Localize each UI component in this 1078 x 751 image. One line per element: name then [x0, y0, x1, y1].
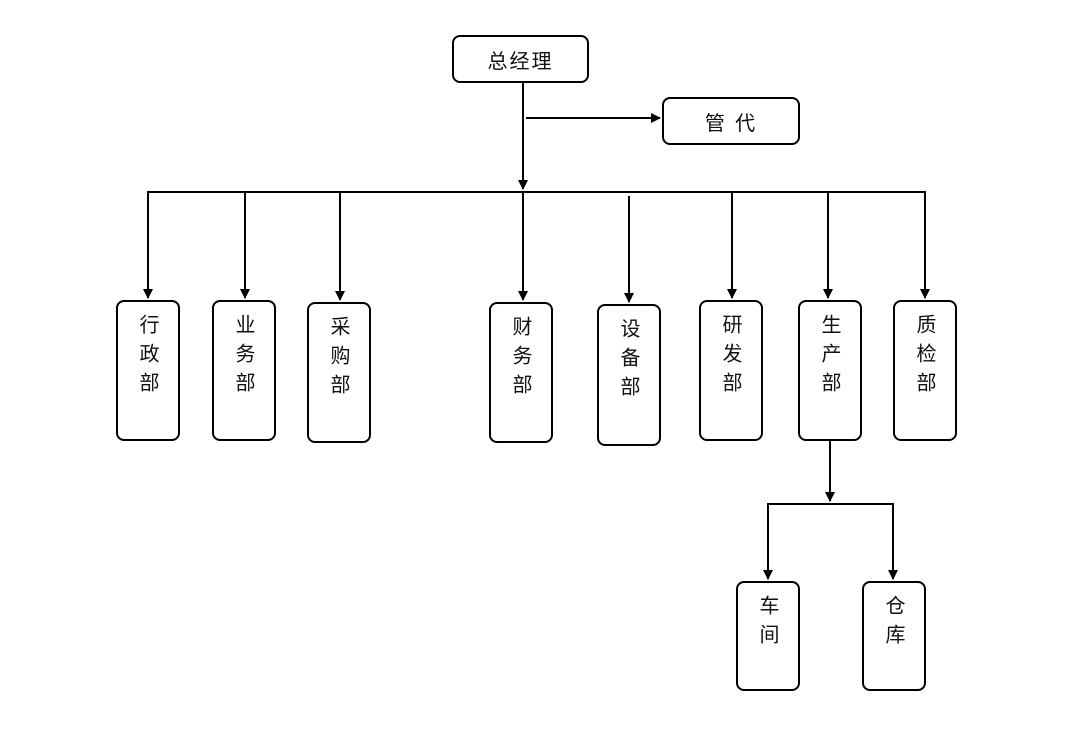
- unit-label: 车间: [756, 595, 780, 653]
- unit-node-workshop: 车间: [736, 581, 800, 691]
- department-label: 质检部: [913, 314, 937, 401]
- department-node-quality: 质检部: [893, 300, 957, 441]
- department-node-business: 业务部: [212, 300, 276, 441]
- department-label: 生产部: [818, 314, 842, 401]
- department-node-rnd: 研发部: [699, 300, 763, 441]
- department-node-production: 生产部: [798, 300, 862, 441]
- staff-label: 管 代: [704, 110, 758, 135]
- unit-node-warehouse: 仓库: [862, 581, 926, 691]
- department-node-purchasing: 采购部: [307, 302, 371, 443]
- department-label: 业务部: [232, 314, 256, 401]
- department-label: 设备部: [617, 318, 641, 405]
- department-label: 采购部: [327, 316, 351, 403]
- root-label: 总经理: [487, 48, 554, 73]
- root-node: 总经理: [452, 35, 589, 83]
- unit-label: 仓库: [882, 595, 906, 653]
- department-node-equipment: 设备部: [597, 304, 661, 446]
- department-node-finance: 财务部: [489, 302, 553, 443]
- department-label: 财务部: [509, 316, 533, 403]
- department-node-admin: 行政部: [116, 300, 180, 441]
- department-label: 行政部: [136, 314, 160, 401]
- department-label: 研发部: [719, 314, 743, 401]
- staff-node: 管 代: [662, 97, 800, 145]
